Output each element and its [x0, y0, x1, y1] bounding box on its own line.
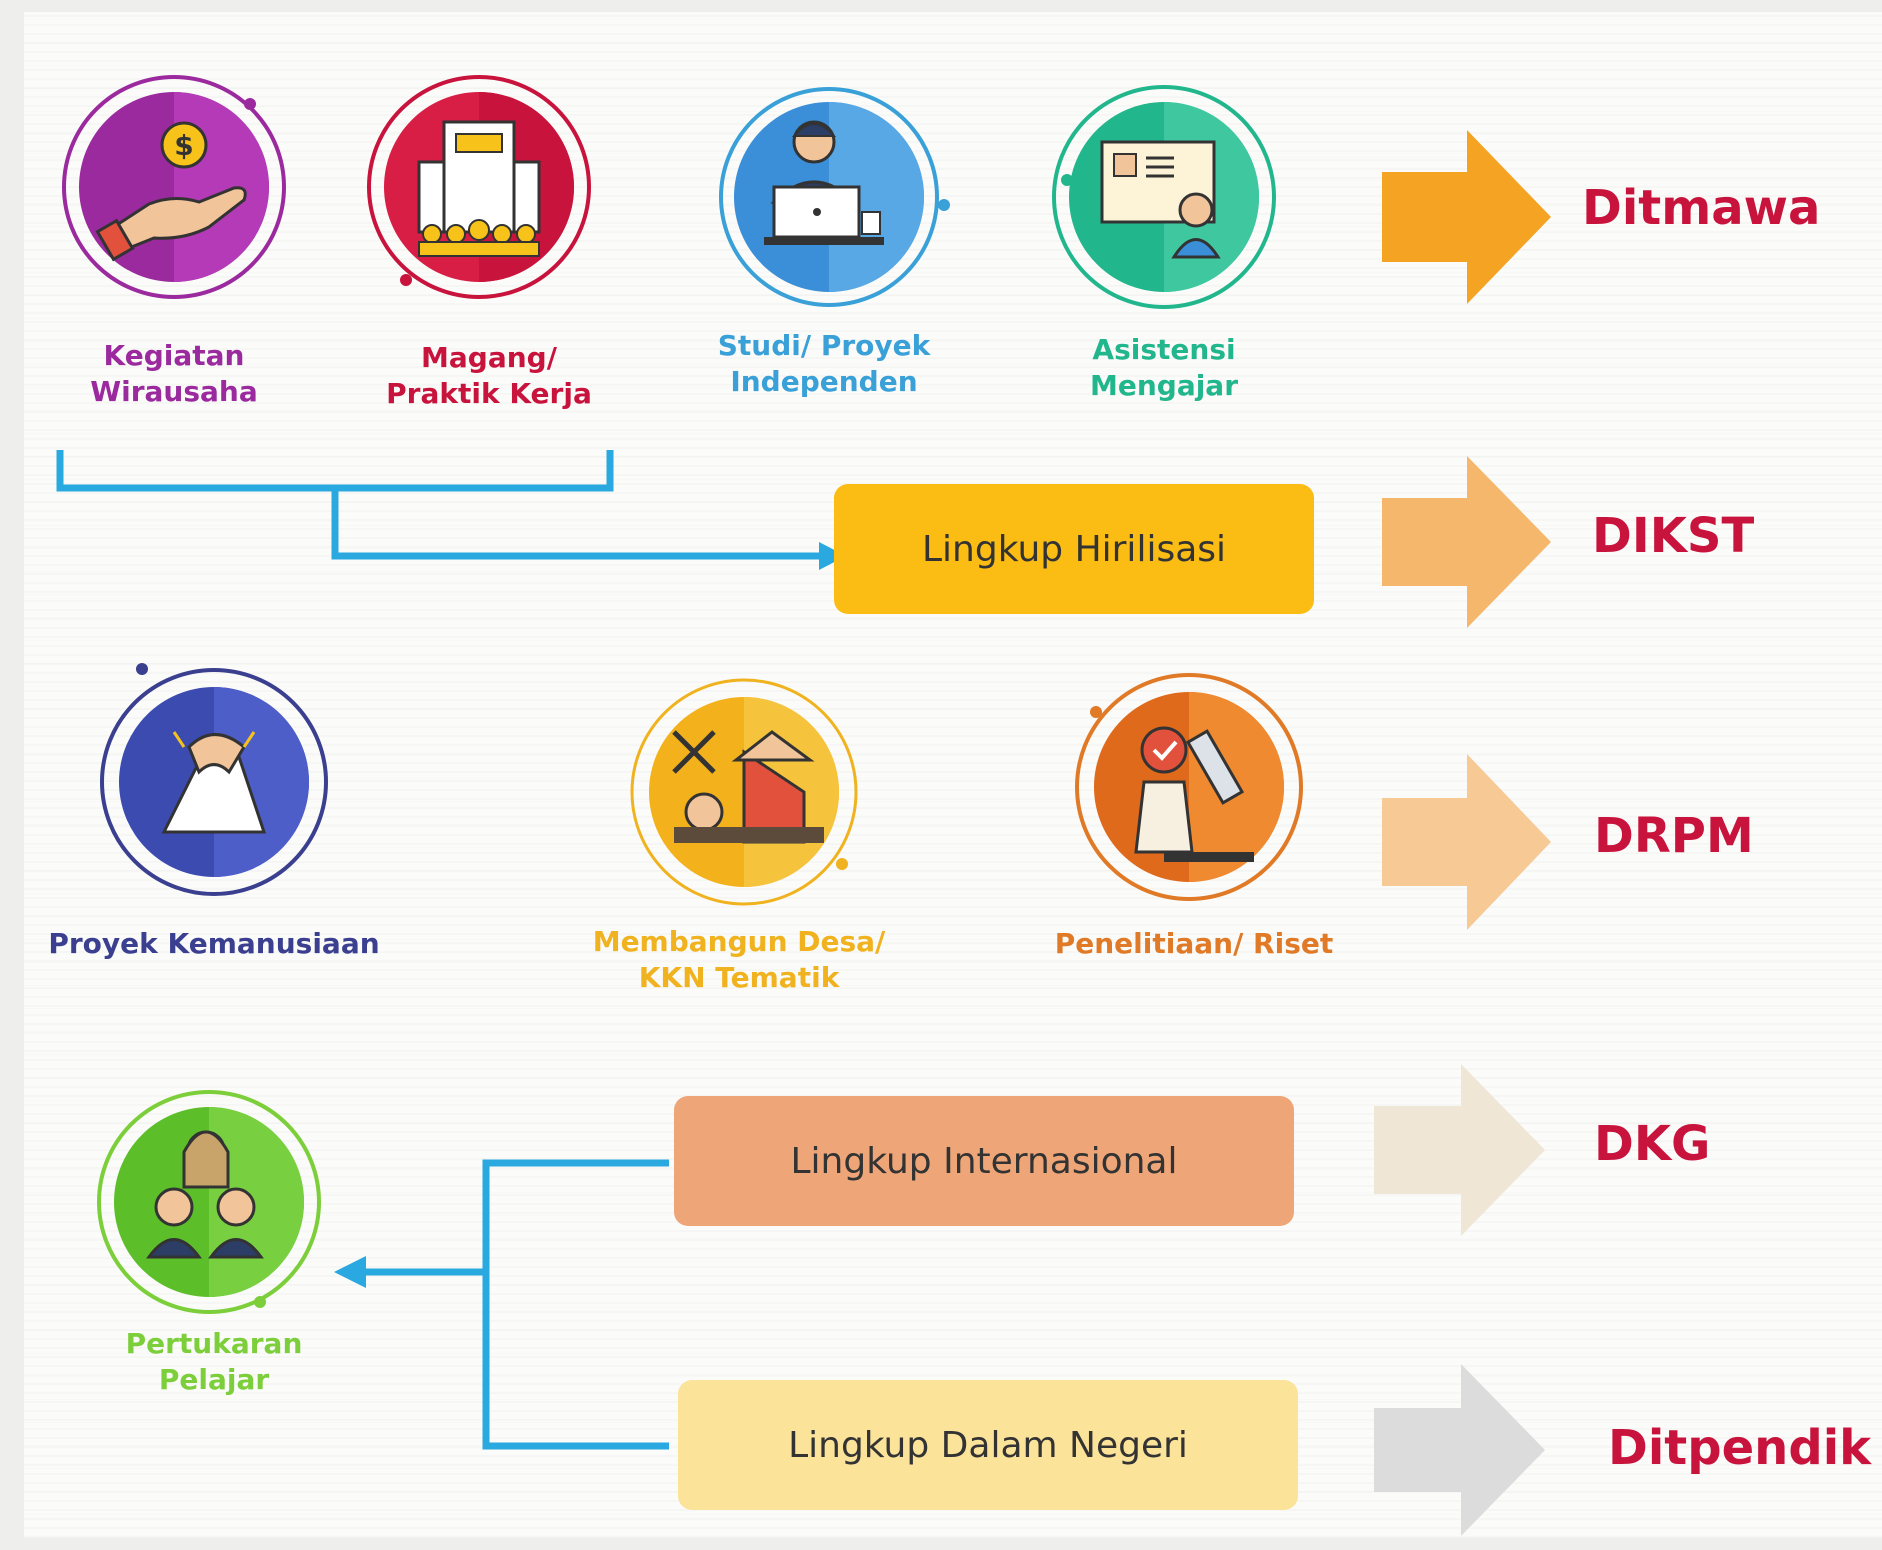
label-studi-proyek: Studi/ Proyek Independen: [717, 329, 931, 398]
box-lingkup-dalam-negeri-text: Lingkup Dalam Negeri: [788, 1424, 1188, 1466]
box-lingkup-internasional-text: Lingkup Internasional: [790, 1140, 1178, 1182]
arrow-dikst: [1382, 456, 1551, 628]
label-asistensi: Asistensi Mengajar: [1089, 333, 1239, 402]
box-lingkup-internasional: Lingkup Internasional: [674, 1096, 1294, 1226]
label-proyek-kemanusiaan: Proyek Kemanusiaan: [48, 927, 380, 960]
box-lingkup-hirilisasi: Lingkup Hirilisasi: [834, 484, 1314, 614]
label-pertukaran: Pertukaran Pelajar: [125, 1327, 303, 1396]
label-magang: Magang/ Praktik Kerja: [386, 341, 592, 410]
diagram-graphics: $: [56, 75, 1551, 1536]
label-kegiatan-wirausaha: Kegiatan Wirausaha: [90, 339, 258, 408]
village-icon: [630, 678, 858, 906]
students-icon: [97, 1090, 321, 1314]
svg-text:$: $: [174, 129, 193, 162]
arrow-dkg: [1374, 1064, 1545, 1236]
dept-drpm: DRPM: [1594, 808, 1754, 864]
label-penelitian: Penelitiaan/ Riset: [1054, 927, 1334, 960]
laptop-worker-icon: [719, 87, 950, 307]
label-membangun-desa: Membangun Desa/ KKN Tematik: [592, 925, 886, 994]
connector-exchange: [364, 1159, 669, 1450]
teacher-board-icon: [1052, 85, 1276, 309]
dept-ditpendik: Ditpendik: [1608, 1420, 1872, 1476]
box-lingkup-dalam-negeri: Lingkup Dalam Negeri: [678, 1380, 1298, 1510]
arrowhead-to-pertukaran: [334, 1256, 366, 1288]
box-lingkup-hirilisasi-text: Lingkup Hirilisasi: [921, 528, 1227, 570]
arrowhead-to-hirilisasi: [819, 542, 846, 570]
arrow-ditmawa: [1382, 130, 1551, 304]
dept-dkg: DKG: [1594, 1116, 1711, 1172]
bracket-connector-hirilisasi: [56, 450, 819, 560]
dept-ditmawa: Ditmawa: [1582, 180, 1821, 236]
hand-coin-icon: $: [62, 75, 286, 299]
arrow-ditpendik: [1374, 1364, 1545, 1536]
diagram-canvas: $: [24, 12, 1882, 1538]
office-building-icon: [367, 75, 591, 299]
arrow-drpm: [1382, 754, 1551, 930]
handshake-icon: [100, 663, 328, 896]
microscope-icon: [1075, 673, 1303, 901]
dept-dikst: DIKST: [1592, 508, 1755, 564]
